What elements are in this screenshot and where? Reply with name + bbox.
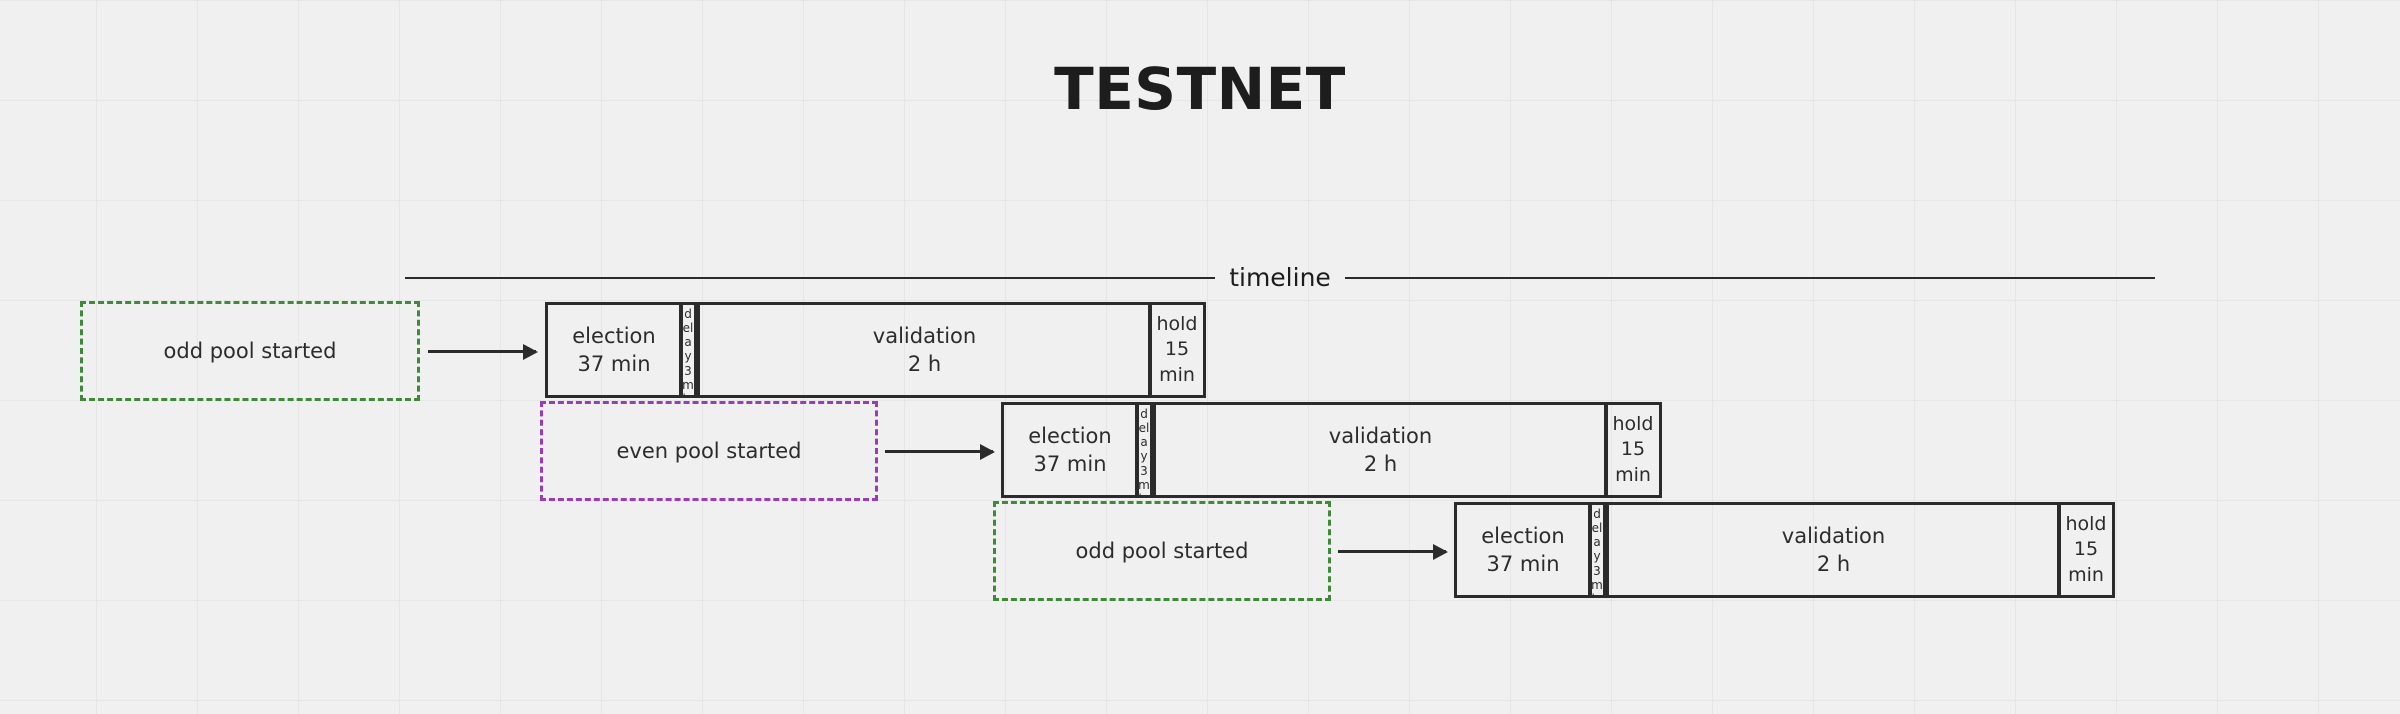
- phase-name: hold: [1612, 412, 1654, 435]
- note-box-row-2[interactable]: even pool started: [540, 401, 878, 501]
- phase-box-hold-row-1[interactable]: hold 15 min: [1148, 302, 1206, 398]
- phase-name: validation: [1781, 523, 1886, 548]
- phase-box-election-row-1[interactable]: election 37 min: [545, 302, 683, 398]
- timeline-axis-label: timeline: [1229, 262, 1331, 292]
- phase-duration: 37 min: [577, 352, 651, 376]
- note-label: even pool started: [616, 439, 802, 463]
- phase-duration: 2 h: [907, 352, 942, 376]
- phase-box-hold-row-2[interactable]: hold 15 min: [1604, 402, 1662, 498]
- phase-duration-unit: min: [1615, 463, 1651, 486]
- timeline-axis-line-left: [405, 277, 1216, 279]
- note-label: odd pool started: [1075, 539, 1249, 563]
- note-label: odd pool started: [163, 339, 337, 363]
- phase-box-hold-row-3[interactable]: hold 15 min: [2057, 502, 2115, 598]
- arrow-row-1: [428, 350, 536, 353]
- phase-box-validation-row-3[interactable]: validation 2 h: [1606, 502, 2061, 598]
- arrow-row-3: [1338, 550, 1446, 553]
- phase-name: validation: [1328, 423, 1433, 448]
- phase-box-election-row-3[interactable]: election 37 min: [1454, 502, 1592, 598]
- phase-duration-num: 15: [1164, 338, 1190, 361]
- phase-duration: 2 h: [1363, 452, 1398, 476]
- phase-box-election-row-2[interactable]: election 37 min: [1001, 402, 1139, 498]
- phase-duration-num: 15: [1620, 438, 1646, 461]
- phase-box-delay-row-2[interactable]: delay 3 min: [1135, 402, 1153, 498]
- note-box-row-3[interactable]: odd pool started: [993, 501, 1331, 601]
- phase-box-delay-row-3[interactable]: delay 3 min: [1588, 502, 1606, 598]
- phase-duration: 37 min: [1486, 552, 1560, 576]
- phase-name: hold: [2065, 512, 2107, 535]
- arrow-row-2: [885, 450, 993, 453]
- phase-delay-text: delay 3 min: [1591, 507, 1603, 595]
- phase-delay-text: delay 3 min: [1138, 407, 1150, 495]
- phase-box-delay-row-1[interactable]: delay 3 min: [679, 302, 697, 398]
- phase-name: election: [572, 323, 656, 348]
- phase-name: election: [1028, 423, 1112, 448]
- timeline-axis-line-right: [1344, 277, 2156, 279]
- phase-name: election: [1481, 523, 1565, 548]
- phase-duration: 2 h: [1816, 552, 1851, 576]
- phase-duration: 37 min: [1033, 452, 1107, 476]
- timeline-axis: timeline: [405, 258, 2156, 298]
- phase-duration-unit: min: [2068, 563, 2104, 586]
- phase-box-validation-row-1[interactable]: validation 2 h: [697, 302, 1152, 398]
- phase-delay-text: delay 3 min: [682, 307, 694, 395]
- page-title: TESTNET: [1054, 55, 1346, 123]
- phase-duration-unit: min: [1159, 363, 1195, 386]
- phase-name: hold: [1156, 312, 1198, 335]
- note-box-row-1[interactable]: odd pool started: [80, 301, 420, 401]
- phase-name: validation: [872, 323, 977, 348]
- phase-box-validation-row-2[interactable]: validation 2 h: [1153, 402, 1608, 498]
- phase-duration-num: 15: [2073, 538, 2099, 561]
